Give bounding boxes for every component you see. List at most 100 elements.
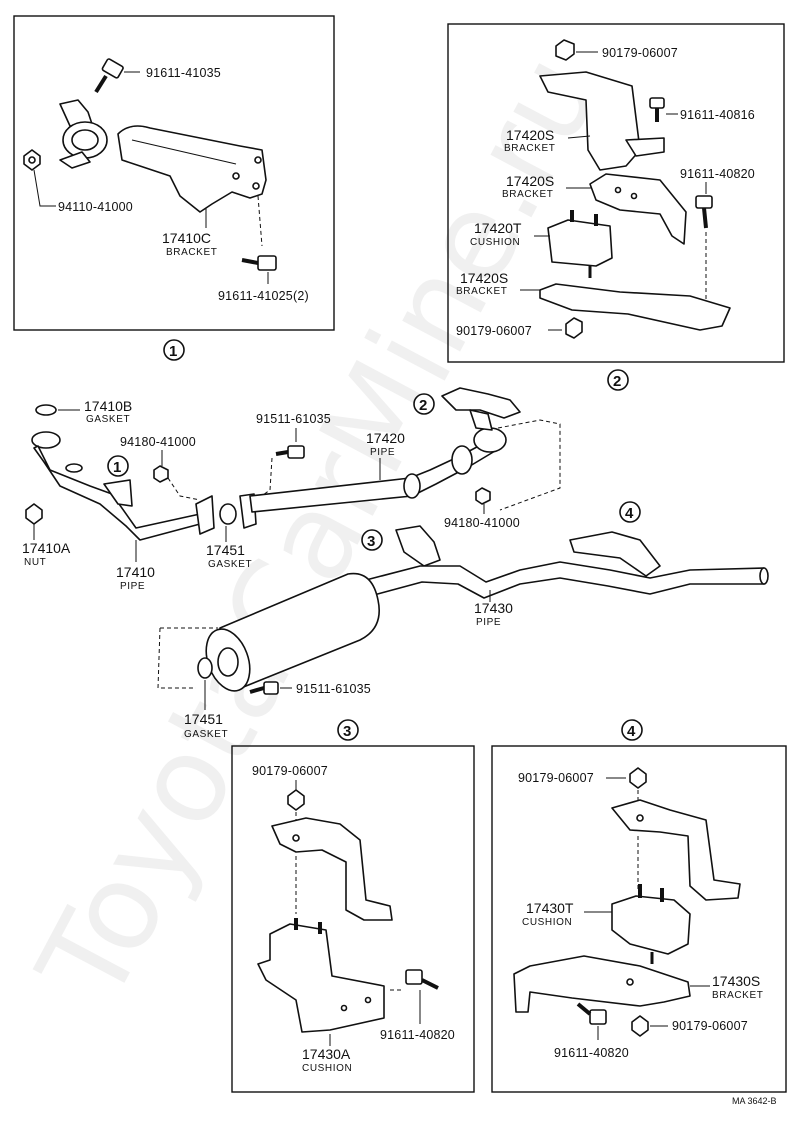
cushion-icon (257, 918, 385, 1033)
part-number: 17410C (162, 230, 211, 246)
part-number: 91611-40820 (554, 1046, 629, 1060)
bolt-icon (275, 445, 305, 459)
part-label: PIPE (370, 447, 395, 458)
gasket-icon (35, 404, 57, 416)
part-number: 17430A (302, 1046, 351, 1062)
part-number: 17420S (506, 173, 554, 189)
nut-icon (555, 39, 575, 61)
bolt-icon (695, 195, 713, 229)
callout-4: 4 (621, 719, 643, 741)
part-label: GASKET (208, 559, 252, 570)
part-label: BRACKET (712, 990, 763, 1001)
part-number: 94180-41000 (120, 435, 196, 449)
svg-text:1: 1 (113, 459, 121, 476)
cushion-icon (547, 210, 613, 278)
callout-2: 2 (607, 369, 629, 391)
part-number: 17451 (206, 542, 245, 558)
drawing-code: MA 3642-B (732, 1096, 777, 1106)
part-number: 17420 (366, 430, 405, 446)
bracket-icon (271, 817, 393, 921)
callout-3-ref: 3 (361, 529, 383, 551)
gasket-icon (197, 657, 213, 679)
bracket-icon (611, 799, 741, 901)
part-label: BRACKET (504, 143, 555, 154)
part-label: BRACKET (502, 189, 553, 200)
part-number: 91511-61035 (256, 412, 331, 426)
part-number: 17420S (460, 270, 508, 286)
front-pipe (31, 431, 201, 541)
callout-2-ref: 2 (413, 393, 435, 415)
part-label: GASKET (86, 414, 130, 425)
svg-text:2: 2 (613, 373, 621, 390)
part-number: 17410 (116, 564, 155, 580)
bolt-icon (649, 97, 665, 122)
tail-pipe (365, 561, 769, 599)
hanger-bracket-icon (569, 531, 661, 577)
part-number: 90179-06007 (518, 771, 594, 785)
part-number: 17420T (474, 220, 522, 236)
bracket-icon (117, 125, 267, 213)
part-number: 90179-06007 (602, 46, 678, 60)
svg-text:4: 4 (625, 505, 634, 522)
part-number: 17410B (84, 398, 132, 414)
part-label: NUT (24, 557, 46, 568)
svg-text:2: 2 (419, 397, 427, 414)
part-number: 17410A (22, 540, 71, 556)
part-number: 94110-41000 (58, 200, 133, 214)
part-label: BRACKET (456, 286, 507, 297)
part-label: GASKET (184, 729, 228, 740)
nut-icon (287, 789, 305, 811)
bolt-icon (241, 255, 277, 271)
svg-text:3: 3 (367, 533, 375, 550)
part-number: 90179-06007 (252, 764, 328, 778)
part-label: PIPE (476, 617, 501, 628)
part-number: 17420S (506, 127, 554, 143)
part-number: 90179-06007 (456, 324, 532, 338)
svg-text:1: 1 (169, 343, 177, 360)
nut-icon (565, 317, 583, 339)
nut-icon (153, 465, 169, 483)
part-number: 91611-41025(2) (218, 289, 309, 303)
part-number: 17430S (712, 973, 760, 989)
muffler (205, 572, 380, 692)
part-number: 91611-40820 (680, 167, 755, 181)
bolt-icon (576, 1002, 607, 1025)
main-assembly: 17410B GASKET 1 17451 GASKET 17410A NUT (22, 387, 769, 740)
bracket-icon (589, 173, 687, 245)
nut-icon (631, 1015, 649, 1037)
nut-icon (629, 767, 647, 789)
nut-icon (23, 149, 41, 171)
cushion-icon (611, 884, 691, 964)
part-number: 90179-06007 (672, 1019, 748, 1033)
part-number: 91511-61035 (296, 682, 371, 696)
bracket-icon (539, 71, 665, 171)
part-number: 17451 (184, 711, 223, 727)
nut-icon (475, 487, 491, 505)
hanger-bracket-icon (395, 525, 441, 567)
callout-1: 1 (163, 339, 185, 361)
part-label: CUSHION (302, 1063, 352, 1074)
part-number: 91611-41035 (146, 66, 221, 80)
detail-box-3: 90179-06007 91611-40820 17430A CUSHION (231, 745, 475, 1093)
part-number: 94180-41000 (444, 516, 520, 530)
detail-box-2: 90179-06007 91611-40816 17420S BRACKET 1… (447, 23, 785, 363)
part-label: CUSHION (470, 237, 520, 248)
svg-text:3: 3 (343, 723, 351, 740)
part-number: 91611-40816 (680, 108, 755, 122)
part-label: BRACKET (166, 247, 217, 258)
detail-box-1: 91611-41035 94110-41000 17410C BRACKET (13, 15, 335, 331)
callout-1-ref: 1 (107, 455, 129, 477)
part-label: CUSHION (522, 917, 572, 928)
hanger-bracket-icon (441, 387, 521, 431)
part-number: 17430 (474, 600, 513, 616)
part-number: 17430T (526, 900, 574, 916)
bolt-icon (94, 58, 124, 94)
svg-text:4: 4 (627, 723, 636, 740)
center-pipe (249, 427, 507, 513)
part-label: PIPE (120, 581, 145, 592)
nut-icon (25, 503, 43, 525)
bracket-icon (539, 283, 731, 331)
clamp-icon (59, 99, 108, 169)
detail-box-4: 90179-06007 17430T CUSHION 17430S BRACKE… (491, 745, 787, 1093)
